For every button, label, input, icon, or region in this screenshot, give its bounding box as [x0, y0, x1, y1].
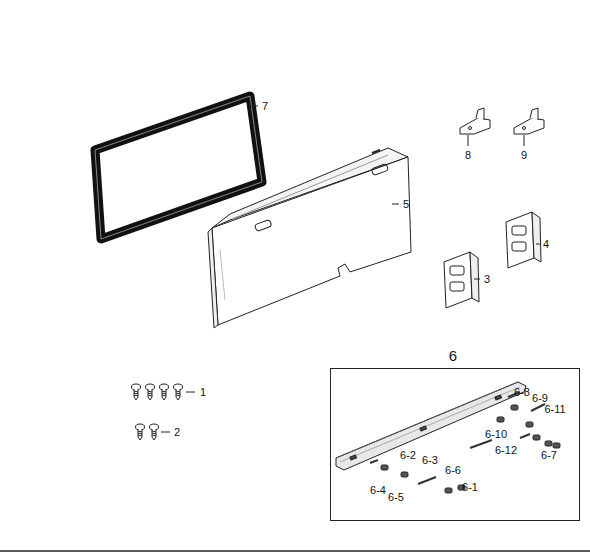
screw [136, 424, 145, 440]
callout-number: 6-7 [541, 450, 557, 461]
mount-bracket [506, 212, 541, 268]
cover-panel [208, 148, 411, 328]
callout-number: 3 [484, 274, 490, 285]
small-parts [370, 392, 560, 493]
callout-number: 6-10 [485, 429, 507, 440]
callout-number: 5 [403, 199, 409, 210]
callout-number: 8 [465, 150, 471, 161]
callout-number: 6-8 [514, 387, 530, 398]
callout-number: 9 [521, 150, 527, 161]
screw [132, 384, 141, 400]
callout-number: 2 [174, 427, 180, 438]
callout-number: 6-6 [445, 465, 461, 476]
group-number: 6 [449, 347, 457, 364]
screw-set [132, 384, 183, 400]
screw [174, 384, 183, 400]
callout-number: 6-2 [400, 450, 416, 461]
callout-number: 6-4 [370, 485, 386, 496]
callout-number: 6-9 [532, 393, 548, 404]
trim-bar [336, 382, 526, 470]
parts-group-box: 6 [330, 368, 580, 521]
bottom-rule [0, 550, 590, 552]
callout-number: 4 [543, 239, 549, 250]
callout-number: 7 [262, 101, 268, 112]
callout-number: 6-3 [422, 455, 438, 466]
mount-bracket [444, 252, 480, 308]
callout-number: 6-5 [388, 492, 404, 503]
screw-set [136, 424, 159, 440]
screw [150, 424, 159, 440]
callout-number: 6-1 [462, 482, 478, 493]
hinge-bracket [460, 108, 544, 146]
callout-number: 6-12 [495, 445, 517, 456]
callout-number: 1 [200, 387, 206, 398]
screw [146, 384, 155, 400]
callout-number: 6-11 [544, 404, 565, 415]
screw [160, 384, 169, 400]
